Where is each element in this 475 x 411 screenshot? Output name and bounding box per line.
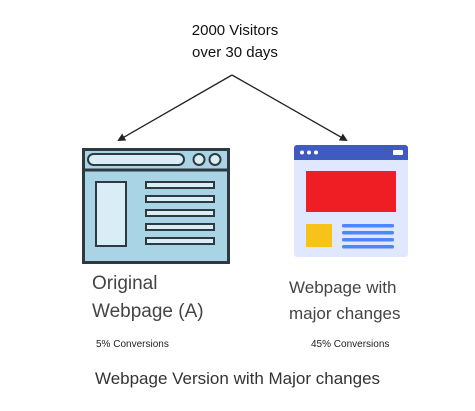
visitors-duration: over 30 days — [192, 44, 278, 61]
colorful-webpage-icon — [294, 145, 408, 257]
major-label-line2: major changes — [289, 304, 401, 323]
arrow-to-original — [117, 74, 233, 141]
diagram-title: Webpage Version with Major changes — [94, 369, 381, 388]
major-label-line1: Webpage with — [289, 278, 397, 297]
major-conversions: 45% Conversions — [311, 339, 390, 350]
arrow-to-major — [231, 74, 348, 141]
original-conversions: 5% Conversions — [96, 339, 169, 350]
visitors-count: 2000 Visitors — [191, 22, 279, 39]
original-label-line2: Webpage (A) — [92, 301, 204, 322]
major-changes-label: Webpage with major changes — [289, 275, 401, 327]
wireframe-webpage-icon — [82, 148, 230, 264]
original-label-line1: Original — [92, 273, 158, 294]
visitors-label: 2000 Visitors over 30 days — [150, 20, 320, 64]
original-webpage-label: Original Webpage (A) — [92, 270, 204, 326]
